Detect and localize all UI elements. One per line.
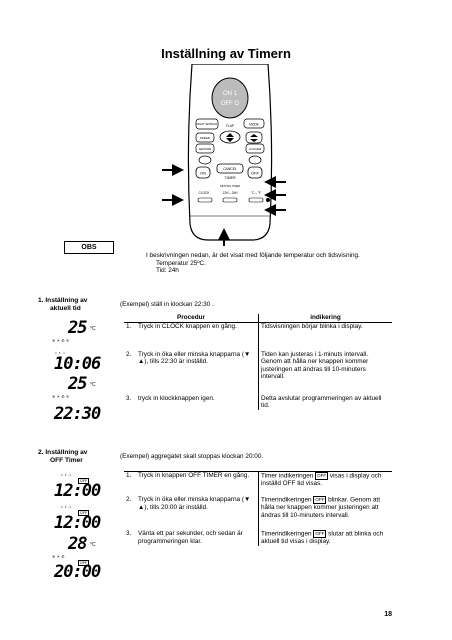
timer-up-button[interactable] — [198, 155, 212, 165]
hour-format-button[interactable]: 12H⇔24H — [223, 191, 239, 195]
table-row: 3.Vänta ett par sekunder, och sedan är p… — [124, 530, 392, 546]
section2-table: 1.Tryck in knappen OFF TIMER en gång. Ti… — [124, 471, 392, 546]
svg-text:SETTING TIMER: SETTING TIMER — [220, 184, 240, 188]
table-row: 2.Tryck in öka eller minska knapparna (▼… — [124, 496, 392, 530]
speed-button[interactable] — [195, 132, 215, 143]
lcd-display-time: 22:30 — [54, 404, 101, 424]
svg-text:FLAP: FLAP — [226, 124, 234, 128]
obs-label: OBS — [64, 241, 114, 254]
pointer-arrows — [162, 164, 286, 246]
svg-text:SPEED: SPEED — [200, 136, 211, 140]
lcd-display-off-time: ☼ ◐ ♨ OFF 12:00 — [54, 472, 101, 501]
page-title: Inställning av Timern — [161, 46, 291, 61]
svg-text:OFF: OFF — [251, 171, 260, 176]
table-row: 1.Tryck in knappen OFF TIMER en gång. Ti… — [124, 471, 392, 496]
cancel-button[interactable] — [216, 163, 244, 174]
section1-title: 1. Inställning av aktuell tid — [38, 297, 88, 312]
night-setback-button[interactable] — [195, 118, 219, 130]
remote-display-on: ON 1 — [223, 91, 238, 97]
indication-header: indikering — [258, 314, 392, 323]
remote-control-illustration: ON 1 OFF O NIGHT SETBACK MODE FLAP SPEED… — [187, 64, 273, 241]
svg-text:ON: ON — [200, 171, 206, 176]
sensor-button[interactable] — [195, 143, 215, 154]
timer-down-button[interactable] — [248, 155, 262, 165]
louver-button[interactable] — [245, 143, 265, 154]
lcd-display-off-time: ☼ ◐ ♨ OFF 12:00 — [54, 504, 101, 533]
svg-text:SENSOR: SENSOR — [199, 147, 213, 151]
section1-table: Procedur indikering 1.Tryck in CLOCK kna… — [124, 314, 392, 410]
on-timer-button[interactable] — [195, 166, 211, 179]
remote-display-off: OFF O — [221, 101, 240, 107]
section2-title: 2. Inställning av OFF Timer — [38, 449, 88, 464]
off-timer-indicator-icon: OFF — [313, 530, 327, 538]
svg-text:CANCEL: CANCEL — [223, 167, 237, 171]
table-row: 3.tryck in klockknappen igen. Detta avsl… — [124, 394, 392, 410]
mode-button[interactable] — [243, 118, 265, 129]
svg-text:NIGHT SETBACK: NIGHT SETBACK — [197, 122, 218, 126]
mode-icons: ❄ ☀ ⚙ ≋ — [52, 338, 70, 343]
section1-example: (Exempel) ställ in klockan 22:30 . — [120, 301, 214, 308]
clock-button[interactable]: CLOCK — [199, 191, 211, 195]
svg-text:LOUVER: LOUVER — [249, 147, 262, 151]
lcd-display-full: 28 °C ❄ ☀ ⚙ OFF 20:00 — [52, 534, 101, 582]
up-down-button[interactable] — [245, 131, 263, 144]
table-row: 2.Tryck in öka eller minska knapparna (▼… — [124, 350, 392, 395]
table-row: 1.Tryck in CLOCK knappen en gång. Tidsvi… — [124, 322, 392, 351]
svg-text:MODE: MODE — [249, 123, 259, 127]
section2-example: (Exempel) aggregatet skall stoppas klock… — [120, 453, 264, 460]
off-timer-button[interactable] — [247, 166, 263, 179]
lcd-display-time: ☼ ◐ ♨ 10:06 — [54, 350, 101, 374]
temp-unit-button[interactable]: °C⇔°F — [251, 191, 261, 195]
procedure-header: Procedur — [124, 314, 259, 323]
obs-text: I beskrivningen nedan, är det visat med … — [146, 252, 360, 275]
lcd-display-temp: 25 °C ❄ ☀ ⚙ ≋ — [52, 318, 96, 343]
off-timer-indicator-icon: OFF — [313, 496, 327, 504]
svg-text:TIMER: TIMER — [224, 176, 236, 180]
page-number: 18 — [384, 611, 392, 618]
off-timer-indicator-icon: OFF — [315, 472, 329, 480]
remote-display — [211, 77, 249, 119]
lcd-display-temp: 25 °C ❄ ☀ ⚙ ≋ — [52, 374, 96, 399]
